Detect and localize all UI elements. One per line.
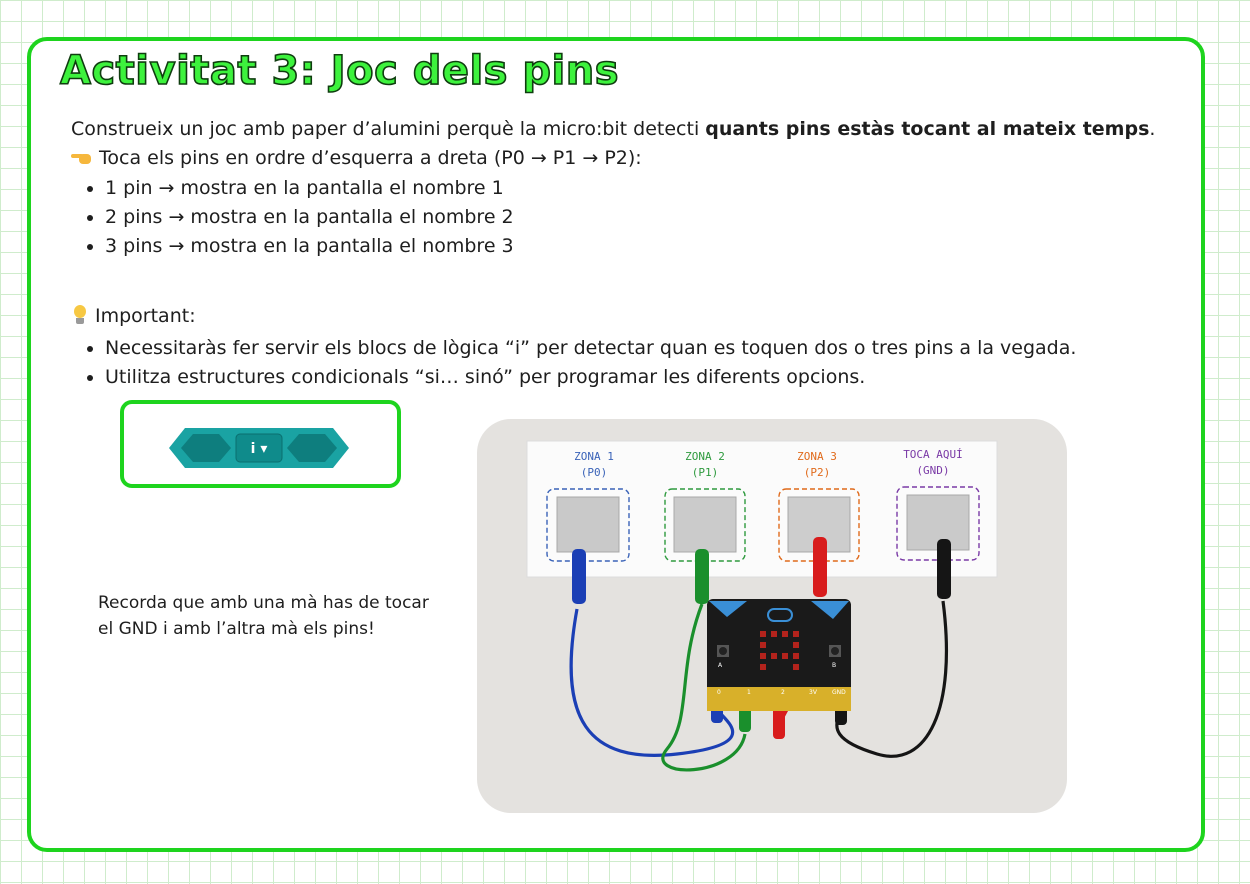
zone-gnd-title: TOCA AQUÍ (903, 448, 963, 461)
instruction: Toca els pins en ordre d’esquerra a dret… (71, 147, 642, 169)
pin-2-label: 2 (781, 689, 785, 696)
zone-2-title: ZONA 2 (685, 450, 725, 463)
zone-2-pin: (P1) (692, 466, 719, 479)
important-list: Necessitaràs fer servir els blocs de lòg… (85, 334, 1076, 392)
pin-0-label: 0 (717, 689, 721, 696)
lightbulb-icon (71, 305, 89, 327)
zone-1-title: ZONA 1 (574, 450, 614, 463)
zone-gnd-pin: (GND) (916, 464, 949, 477)
circuit-illustration: ZONA 1 (P0) ZONA 2 (P1) ZONA 3 (P2) TOCA… (526, 440, 998, 772)
rules-list: 1 pin → mostra en la pantalla el nombre … (85, 174, 514, 261)
zone-3-pin: (P2) (804, 466, 831, 479)
rule-item: 3 pins → mostra en la pantalla el nombre… (105, 232, 514, 261)
logic-and-block: i ▾ (169, 428, 349, 468)
rule-item: 1 pin → mostra en la pantalla el nombre … (105, 174, 514, 203)
important-heading: Important: (71, 305, 196, 327)
note-line: el GND i amb l’altra mà els pins! (98, 619, 375, 639)
important-item: Utilitza estructures condicionals “si… s… (105, 363, 1076, 392)
button-b-label: B (832, 662, 836, 669)
intro-bold: quants pins estàs tocant al mateix temps (705, 118, 1150, 140)
circuit-photo: ZONA 1 (P0) ZONA 2 (P1) ZONA 3 (P2) TOCA… (477, 419, 1067, 813)
intro-text: Construeix un joc amb paper d’alumini pe… (71, 118, 1155, 140)
logic-block-box: i ▾ (120, 400, 401, 488)
button-a-label: A (718, 662, 723, 669)
note-line: Recorda que amb una mà has de tocar (98, 593, 429, 613)
pin-3v-label: 3V (809, 689, 818, 696)
important-heading-text: Important: (95, 305, 196, 327)
pin-gnd-label: GND (832, 689, 846, 696)
important-item: Necessitaràs fer servir els blocs de lòg… (105, 334, 1076, 363)
zone-3-title: ZONA 3 (797, 450, 837, 463)
rule-item: 2 pins → mostra en la pantalla el nombre… (105, 203, 514, 232)
logic-block-label: i ▾ (251, 441, 268, 457)
pointing-hand-icon (71, 151, 93, 165)
reminder-note: Recorda que amb una mà has de tocar el G… (98, 590, 429, 642)
microbit-board: A B 0 1 2 3V GND (707, 599, 851, 711)
intro-end: . (1149, 118, 1156, 140)
pin-1-label: 1 (747, 689, 751, 696)
page-title: Activitat 3: Joc dels pins (59, 47, 620, 95)
instruction-text: Toca els pins en ordre d’esquerra a dret… (99, 147, 642, 169)
intro-plain: Construeix un joc amb paper d’alumini pe… (71, 118, 706, 140)
zone-1-pin: (P0) (581, 466, 608, 479)
